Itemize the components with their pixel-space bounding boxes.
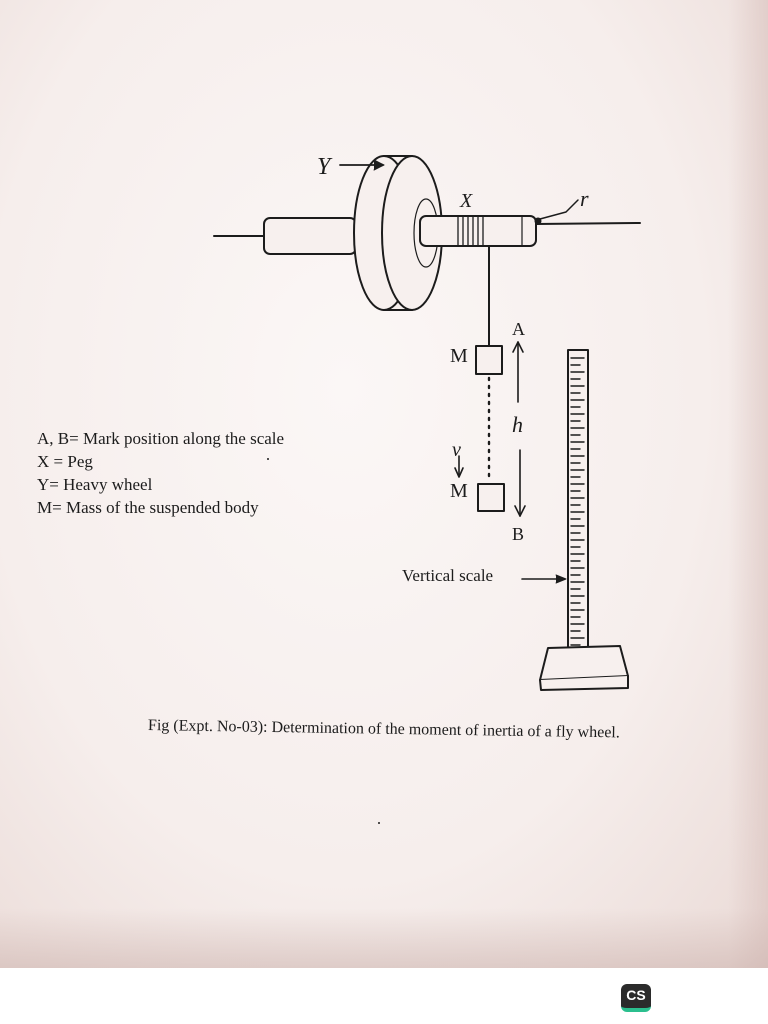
label-mass-top: M bbox=[450, 345, 468, 367]
flywheel bbox=[353, 155, 443, 311]
page-edge-shadow-bottom bbox=[0, 908, 768, 968]
legend-item-peg: X = Peg bbox=[37, 452, 93, 471]
scanned-page: Y X r A M h v M B A, B= Mark position al… bbox=[0, 0, 768, 968]
radius-point bbox=[534, 217, 542, 225]
label-peg-x: X bbox=[459, 190, 473, 212]
legend: A, B= Mark position along the scale X = … bbox=[37, 427, 284, 519]
velocity-arrowhead bbox=[454, 467, 464, 478]
height-arrowhead-up bbox=[512, 341, 524, 353]
label-mark-b: B bbox=[512, 524, 524, 544]
label-wheel-y: Y bbox=[317, 154, 333, 180]
label-radius-r: r bbox=[580, 186, 589, 211]
page-edge-shadow-right bbox=[728, 0, 768, 968]
mass-top bbox=[475, 345, 503, 375]
height-arrowhead-down bbox=[514, 505, 526, 517]
legend-item-mass: M= Mass of the suspended body bbox=[37, 498, 259, 517]
legend-item-marks: A, B= Mark position along the scale bbox=[37, 429, 285, 448]
label-mark-a: A bbox=[512, 319, 525, 339]
radius-pointer bbox=[539, 199, 579, 220]
mass-bottom bbox=[477, 483, 505, 512]
legend-item-wheel: Y= Heavy wheel bbox=[37, 475, 153, 494]
label-velocity-v: v bbox=[452, 439, 461, 461]
vertical-scale bbox=[539, 349, 629, 691]
flywheel-diagram: Y X r A M h v M B bbox=[213, 154, 641, 824]
peg-shaft bbox=[419, 215, 537, 247]
label-height-h: h bbox=[512, 412, 523, 437]
label-mass-bottom: M bbox=[450, 480, 468, 502]
vertical-scale-label: Vertical scale bbox=[402, 566, 494, 585]
axle-left-cylinder bbox=[263, 217, 357, 255]
camscanner-logo: CS bbox=[621, 984, 651, 1012]
axle-right-line bbox=[535, 222, 641, 225]
scale-pointer-arrowhead bbox=[555, 574, 567, 584]
wheel-pointer-arrowhead bbox=[373, 159, 385, 171]
